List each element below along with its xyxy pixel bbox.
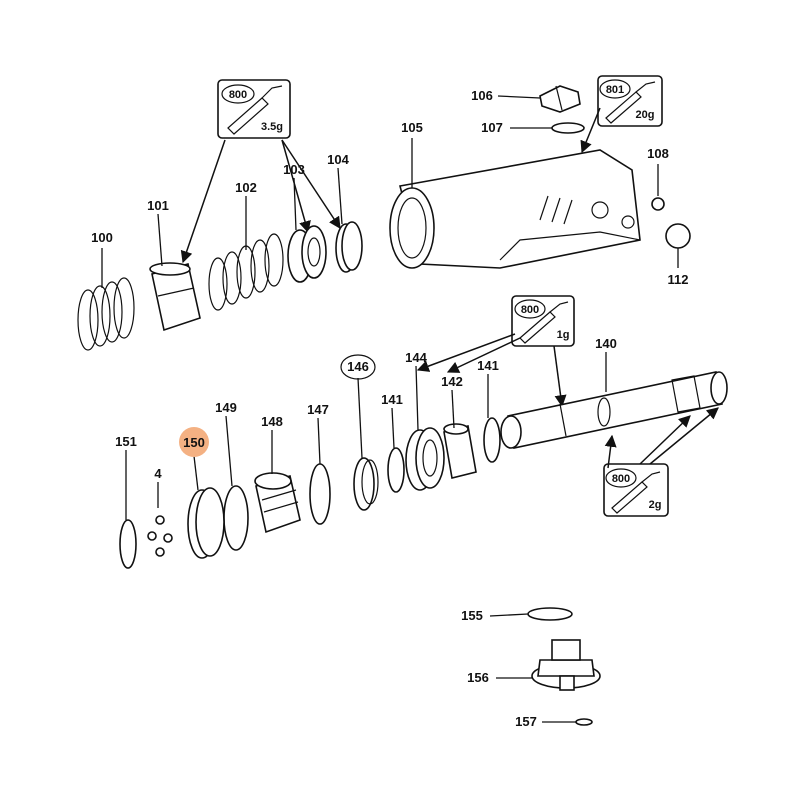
circle-marker-146 [340, 354, 376, 380]
part-4-balls [147, 515, 173, 557]
grease-box-top-left: 800 3.5g [217, 79, 291, 139]
grease-code-badge [221, 84, 255, 104]
part-101-sleeve [149, 262, 201, 332]
part-106-knob [539, 85, 581, 113]
grease-gun-icon [519, 301, 569, 344]
label-105[interactable]: 105 [401, 120, 423, 135]
part-108-ball [651, 197, 665, 211]
label-155[interactable]: 155 [461, 608, 483, 623]
grease-code: 800 [229, 89, 247, 101]
label-157[interactable]: 157 [515, 714, 537, 729]
part-107-o-ring [551, 122, 585, 134]
label-106[interactable]: 106 [471, 88, 493, 103]
part-155-o-ring [527, 607, 573, 621]
grease-gun-icon [611, 471, 661, 514]
grease-gun-icon [227, 85, 283, 135]
part-141-ring-right [483, 417, 501, 463]
label-100[interactable]: 100 [91, 230, 113, 245]
label-112[interactable]: 112 [668, 272, 689, 287]
part-100-spring [77, 277, 135, 351]
label-107[interactable]: 107 [481, 120, 503, 135]
grease-code: 800 [521, 304, 539, 316]
part-144-bearing [405, 427, 445, 491]
label-141-left[interactable]: 141 [381, 392, 403, 407]
grease-code-badge [514, 299, 546, 319]
label-149[interactable]: 149 [215, 400, 237, 415]
label-144[interactable]: 144 [405, 350, 427, 365]
leader-lines [101, 95, 679, 723]
label-4[interactable]: 4 [154, 466, 162, 481]
grease-code: 801 [606, 84, 624, 96]
grease-code-badge [599, 79, 631, 99]
part-102-spring [208, 233, 284, 311]
grease-box-top-right: 801 20g [597, 75, 663, 127]
grease-amount: 3.5g [261, 121, 283, 133]
label-104[interactable]: 104 [327, 152, 349, 167]
part-140-spindle [500, 371, 728, 449]
label-151[interactable]: 151 [115, 434, 137, 449]
part-105-housing [389, 149, 641, 269]
part-147-ring [309, 463, 331, 525]
label-103[interactable]: 103 [283, 162, 305, 177]
part-151-ring [119, 519, 137, 569]
highlight-marker-150 [179, 427, 209, 457]
part-142-bushing [443, 423, 477, 479]
part-149-ring [223, 485, 249, 551]
part-157-clip [575, 718, 593, 726]
grease-gun-icon [605, 81, 656, 124]
part-146-seal [353, 457, 379, 511]
grease-box-middle: 800 1g [511, 295, 575, 347]
grease-code: 800 [612, 473, 630, 485]
label-101[interactable]: 101 [147, 198, 169, 213]
part-104-ring [335, 221, 363, 273]
part-148-clutch [254, 472, 301, 534]
grease-amount: 2g [649, 499, 662, 511]
grease-amount: 1g [557, 329, 570, 341]
label-147[interactable]: 147 [307, 402, 329, 417]
part-103-clutch [287, 225, 327, 283]
part-labels: 100 101 102 103 104 105 106 107 108 112 … [91, 88, 688, 729]
part-112-ring [665, 223, 691, 249]
label-150[interactable]: 150 [183, 435, 205, 450]
label-142[interactable]: 142 [441, 374, 463, 389]
part-141-ring-left [387, 447, 405, 493]
label-156[interactable]: 156 [467, 670, 489, 685]
label-148[interactable]: 148 [261, 414, 283, 429]
grease-code-badge [605, 468, 637, 488]
label-141-right[interactable]: 141 [477, 358, 499, 373]
label-146[interactable]: 146 [347, 359, 369, 374]
grease-amount: 20g [636, 109, 655, 121]
label-140[interactable]: 140 [595, 336, 617, 351]
part-156-gear [531, 639, 601, 691]
grease-arrows [180, 107, 719, 469]
label-102[interactable]: 102 [235, 180, 257, 195]
label-108[interactable]: 108 [647, 146, 669, 161]
part-150-ring [187, 487, 225, 559]
grease-box-right: 800 2g [603, 463, 669, 517]
